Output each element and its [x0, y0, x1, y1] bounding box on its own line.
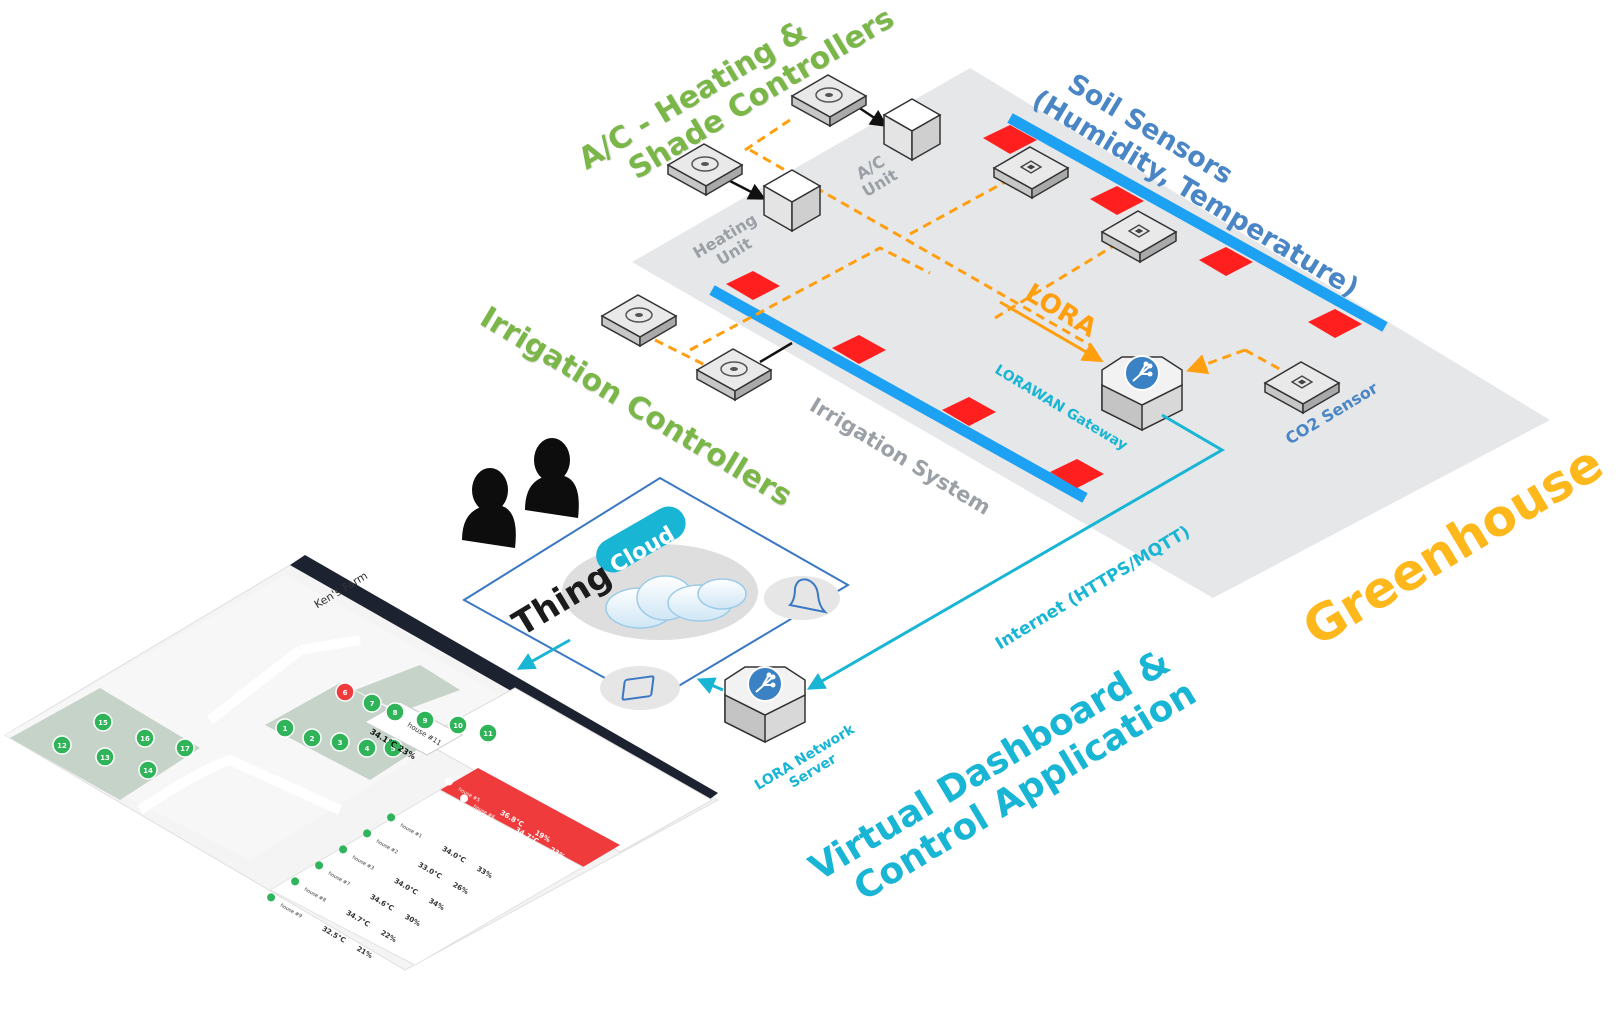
controller-device-heating: [666, 143, 744, 197]
status-dot: [339, 845, 348, 854]
dashboard-screen: [4, 555, 720, 971]
internet-link: [806, 413, 1225, 690]
list-body: [268, 789, 585, 966]
bell-icon-badge: [764, 576, 840, 620]
map-marker-icon[interactable]: 17: [175, 738, 195, 758]
map-marker-number: 6: [343, 689, 348, 697]
co2-sensor-device: [1263, 361, 1341, 415]
irrigation-pipe: [709, 285, 1088, 503]
tablet-icon-badge: [600, 666, 680, 710]
map-marker-number: 12: [57, 742, 67, 750]
controller-device-ac: [790, 74, 868, 128]
map-marker-icon[interactable]: 12: [52, 735, 72, 755]
road: [137, 635, 361, 815]
map-marker-icon[interactable]: 4: [357, 738, 377, 758]
map-marker-number: 17: [180, 745, 190, 753]
soil-sensor-blocks: [983, 125, 1362, 338]
map-marker-icon[interactable]: 5: [383, 738, 403, 758]
map-marker-number: 5: [391, 745, 396, 753]
greenhouse-floor: [632, 68, 1550, 598]
map-marker-number: 13: [100, 754, 110, 762]
heating-control-arrow: [727, 178, 767, 200]
status-dot: [460, 794, 469, 803]
irrigation-valve-link: [759, 341, 793, 364]
ac-unit-cube: [882, 98, 942, 162]
map-marker-number: 16: [140, 735, 150, 743]
status-dot: [267, 893, 276, 902]
lora-main-arrow: [999, 300, 1104, 363]
map-marker-icon[interactable]: 9: [415, 710, 435, 730]
soil-sensor-device-1: [992, 146, 1070, 200]
map-marker-number: 2: [310, 735, 315, 743]
soil-sensor-pipe: [1007, 113, 1388, 332]
cloud-icon: [605, 575, 747, 629]
map-marker-number: 4: [365, 745, 370, 753]
map-marker-icon[interactable]: 13: [95, 747, 115, 767]
map-marker-number: 7: [370, 700, 375, 708]
heating-unit-cube: [762, 169, 822, 233]
tablet-icon: [621, 675, 655, 701]
map-marker-icon[interactable]: 11: [478, 723, 498, 743]
controller-device-irrigation-2: [695, 348, 773, 402]
map-marker-number: 9: [423, 717, 428, 725]
cloud-to-dashboard-arrow: [516, 638, 571, 670]
map-marker-number: 15: [98, 719, 108, 727]
alert-header-red: [440, 768, 620, 867]
map-marker-icon[interactable]: 10: [448, 715, 468, 735]
status-dot: [315, 861, 324, 870]
map-marker-number: 1: [283, 725, 288, 733]
map-marker-icon[interactable]: 1: [275, 718, 295, 738]
status-dot: [291, 877, 300, 886]
dashboard-header-bar: [290, 555, 718, 802]
controller-device-irrigation-1: [600, 294, 678, 348]
map-marker-number: 8: [393, 709, 398, 717]
user-pair-icon: [462, 438, 579, 548]
cloud-badge: [596, 506, 686, 573]
map-marker-number: 10: [453, 722, 463, 730]
map-marker-icon[interactable]: 7: [362, 693, 382, 713]
map-marker-icon[interactable]: 2: [302, 728, 322, 748]
status-dot: [363, 829, 372, 838]
map-marker-number: 3: [338, 739, 343, 747]
co2-arrow: [1186, 348, 1246, 375]
map-marker-icon[interactable]: 6: [335, 682, 355, 702]
map-marker-icon[interactable]: 15: [93, 712, 113, 732]
map-marker-number: 11: [483, 730, 493, 738]
soil-sensor-device-2: [1100, 210, 1178, 264]
server-to-cloud-arrow: [696, 677, 724, 694]
bell-icon: [787, 578, 829, 614]
irrigation-blocks: [726, 271, 1104, 488]
status-dot: [445, 777, 454, 786]
status-dot: [387, 813, 396, 822]
map-marker-icon[interactable]: 3: [330, 732, 350, 752]
lorawan-gateway: [1101, 355, 1183, 432]
map-marker-icon[interactable]: 16: [135, 728, 155, 748]
lora-network-server: [724, 666, 806, 744]
map-marker-number: 14: [143, 767, 153, 775]
map-marker-icon[interactable]: 8: [385, 702, 405, 722]
map-marker-icon[interactable]: 14: [138, 760, 158, 780]
